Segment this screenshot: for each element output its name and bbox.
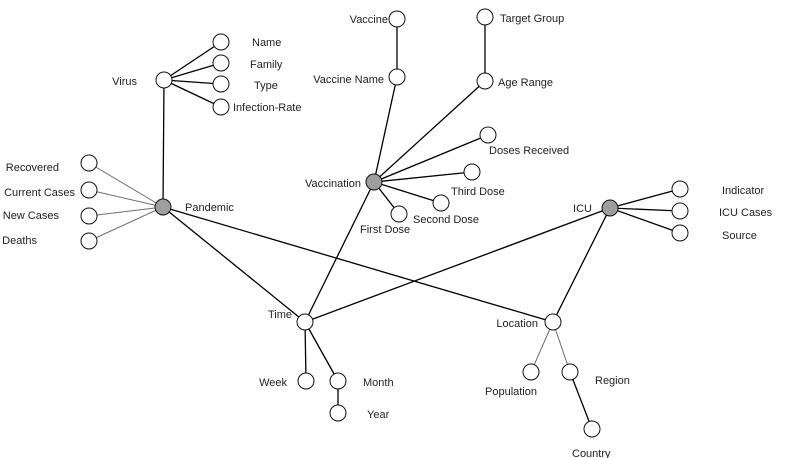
edge-layer xyxy=(88,17,681,430)
node-month xyxy=(329,372,347,390)
node-label-doses-received: Doses Received xyxy=(489,145,569,157)
node-indicator xyxy=(671,180,689,198)
node-third-dose xyxy=(463,163,481,181)
edge-vaccination-second-dose xyxy=(373,181,442,204)
edge-time-month xyxy=(304,321,339,382)
edge-current-cases-pandemic xyxy=(88,189,164,208)
node-current-cases xyxy=(80,181,98,199)
node-label-recovered: Recovered xyxy=(6,162,59,174)
edge-icu-location xyxy=(552,207,611,323)
edge-virus-infection-rate xyxy=(163,79,222,108)
node-family xyxy=(212,54,230,72)
node-label-vaccine: Vaccine xyxy=(350,14,388,26)
edge-pandemic-location xyxy=(162,206,554,323)
node-label-pandemic: Pandemic xyxy=(185,202,234,214)
edge-virus-pandemic xyxy=(162,79,165,208)
node-label-icu-cases: ICU Cases xyxy=(719,207,773,219)
edge-virus-family xyxy=(163,62,222,81)
node-label-month: Month xyxy=(363,377,394,389)
edge-vaccine-name-vaccination xyxy=(373,76,398,183)
node-label-target-group: Target Group xyxy=(500,13,564,25)
node-second-dose xyxy=(432,194,450,212)
node-label-family: Family xyxy=(250,59,283,71)
node-label-second-dose: Second Dose xyxy=(413,214,479,226)
node-vaccine-name xyxy=(388,68,406,86)
edge-location-population xyxy=(530,321,554,373)
edge-time-week xyxy=(304,321,307,382)
node-name xyxy=(212,33,230,51)
edge-vaccination-third-dose xyxy=(373,171,473,183)
node-label-virus: Virus xyxy=(112,76,137,88)
edge-icu-indicator xyxy=(609,188,681,209)
node-label-indicator: Indicator xyxy=(722,185,765,197)
node-population xyxy=(522,363,540,381)
node-vaccination xyxy=(365,173,383,191)
node-target-group xyxy=(476,8,494,26)
node-layer xyxy=(80,8,689,438)
node-label-third-dose: Third Dose xyxy=(451,186,505,198)
edge-virus-name xyxy=(163,41,222,81)
node-label-location: Location xyxy=(496,318,538,330)
edge-recovered-pandemic xyxy=(88,162,164,208)
node-label-name: Name xyxy=(252,37,281,49)
node-location xyxy=(544,313,562,331)
node-label-icu: ICU xyxy=(573,203,592,215)
node-label-population: Population xyxy=(485,386,537,398)
node-icu-cases xyxy=(671,202,689,220)
node-pandemic xyxy=(154,198,172,216)
edge-new-cases-pandemic xyxy=(88,206,164,217)
node-label-country: Country xyxy=(572,448,611,458)
edge-pandemic-time xyxy=(162,206,306,323)
node-label-year: Year xyxy=(367,409,390,421)
node-label-infection-rate: Infection-Rate xyxy=(233,102,301,114)
node-label-type: Type xyxy=(254,80,278,92)
edge-region-country xyxy=(569,371,593,430)
node-country xyxy=(583,420,601,438)
node-infection-rate xyxy=(212,98,230,116)
node-label-new-cases: New Cases xyxy=(3,210,60,222)
node-label-vaccine-name: Vaccine Name xyxy=(313,74,384,86)
node-label-week: Week xyxy=(259,377,287,389)
node-label-deaths: Deaths xyxy=(2,235,37,247)
node-vaccine xyxy=(388,10,406,28)
node-time xyxy=(296,313,314,331)
node-label-source: Source xyxy=(722,230,757,242)
node-week xyxy=(297,372,315,390)
edge-location-region xyxy=(552,321,571,373)
node-label-vaccination: Vaccination xyxy=(305,178,361,190)
node-label-first-dose: First Dose xyxy=(360,224,410,236)
node-recovered xyxy=(80,154,98,172)
node-deaths xyxy=(80,232,98,250)
edge-icu-icu-cases xyxy=(609,207,681,212)
edge-icu-source xyxy=(609,207,681,234)
edge-vaccination-time xyxy=(304,181,375,323)
node-source xyxy=(671,224,689,242)
node-label-time: Time xyxy=(268,309,292,321)
node-label-age-range: Age Range xyxy=(498,77,553,89)
edge-icu-time xyxy=(304,207,611,323)
node-label-current-cases: Current Cases xyxy=(4,187,75,199)
node-region xyxy=(561,363,579,381)
node-icu xyxy=(601,199,619,217)
edge-deaths-pandemic xyxy=(88,206,164,242)
node-label-region: Region xyxy=(595,375,630,387)
edge-age-range-vaccination xyxy=(373,80,486,183)
node-first-dose xyxy=(390,205,408,223)
node-type xyxy=(212,75,230,93)
node-virus xyxy=(155,71,173,89)
node-age-range xyxy=(476,72,494,90)
edge-virus-type xyxy=(163,79,222,85)
node-new-cases xyxy=(80,207,98,225)
node-doses-received xyxy=(479,126,497,144)
node-year xyxy=(329,404,347,422)
edge-vaccination-doses-received xyxy=(373,134,489,183)
